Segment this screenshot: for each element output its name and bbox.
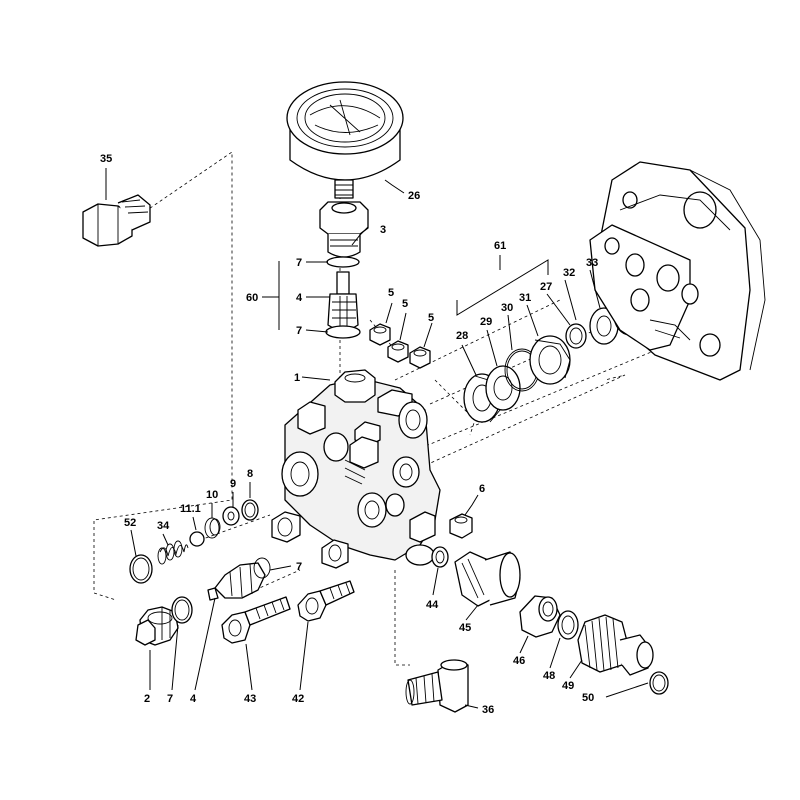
part-6-plug xyxy=(449,513,473,539)
part-36-elbow xyxy=(405,659,469,713)
part-52-oring xyxy=(129,554,153,584)
label-43: 43 xyxy=(244,693,256,705)
label-4-top: 4 xyxy=(296,292,303,304)
part-2-plug xyxy=(135,596,193,646)
label-27: 27 xyxy=(540,281,552,293)
label-31: 31 xyxy=(519,292,531,304)
part-9-washer xyxy=(222,506,240,526)
part-35-plug xyxy=(82,194,151,247)
label-2: 2 xyxy=(144,693,150,705)
part-26-pressure-gauge xyxy=(286,81,404,199)
label-50: 50 xyxy=(582,692,594,704)
label-30: 30 xyxy=(501,302,513,314)
label-10: 10 xyxy=(206,489,218,501)
part-11-1-ball xyxy=(189,531,205,547)
part-1-pump-manifold xyxy=(271,369,441,569)
label-33: 33 xyxy=(586,257,598,269)
label-5-a: 5 xyxy=(388,287,394,299)
label-26: 26 xyxy=(408,190,420,202)
part-48-washer xyxy=(557,610,579,640)
leader-lines xyxy=(105,168,649,709)
label-6: 6 xyxy=(479,483,485,495)
label-28: 28 xyxy=(456,330,468,342)
label-7-right: 7 xyxy=(296,561,302,573)
part-49-quick-coupler xyxy=(577,614,654,676)
part-44-oring xyxy=(431,546,449,568)
label-7-top: 7 xyxy=(296,257,302,269)
label-34: 34 xyxy=(157,520,170,532)
label-45: 45 xyxy=(459,622,471,634)
part-34-spring xyxy=(157,540,189,565)
label-7-mid: 7 xyxy=(296,325,302,337)
label-11-1: 11.1 xyxy=(180,503,201,515)
part-43-bolt xyxy=(221,596,291,644)
label-36: 36 xyxy=(482,704,494,716)
label-46: 46 xyxy=(513,655,525,667)
part-8-oring xyxy=(241,499,259,521)
part-46-nut xyxy=(519,595,561,638)
label-4-bottom: 4 xyxy=(190,693,197,705)
part-3-gauge-adapter xyxy=(319,201,369,258)
callout-labels: 35 26 3 7 60 4 7 5 5 5 1 61 32 33 27 28 … xyxy=(100,153,598,716)
part-45-fitting xyxy=(454,551,521,607)
label-35: 35 xyxy=(100,153,112,165)
part-4-valve-lower xyxy=(207,557,271,601)
label-49: 49 xyxy=(562,680,574,692)
label-3: 3 xyxy=(380,224,386,236)
label-52: 52 xyxy=(124,517,136,529)
pump-head-housing xyxy=(589,161,766,381)
part-60-valve-group xyxy=(325,256,361,339)
label-60: 60 xyxy=(246,292,258,304)
label-1: 1 xyxy=(294,372,300,384)
part-5-small-plugs xyxy=(369,323,431,369)
label-5-b: 5 xyxy=(402,298,408,310)
label-44: 44 xyxy=(426,599,439,611)
label-29: 29 xyxy=(480,316,492,328)
part-10-retainer xyxy=(204,517,221,539)
label-32: 32 xyxy=(563,267,575,279)
part-42-bolt xyxy=(297,580,355,622)
label-48: 48 xyxy=(543,670,555,682)
label-61: 61 xyxy=(494,240,506,252)
label-9: 9 xyxy=(230,478,236,490)
label-7-bottom: 7 xyxy=(167,693,173,705)
label-5-c: 5 xyxy=(428,312,434,324)
label-42: 42 xyxy=(292,693,304,705)
label-8: 8 xyxy=(247,468,253,480)
part-50-oring xyxy=(649,671,669,695)
